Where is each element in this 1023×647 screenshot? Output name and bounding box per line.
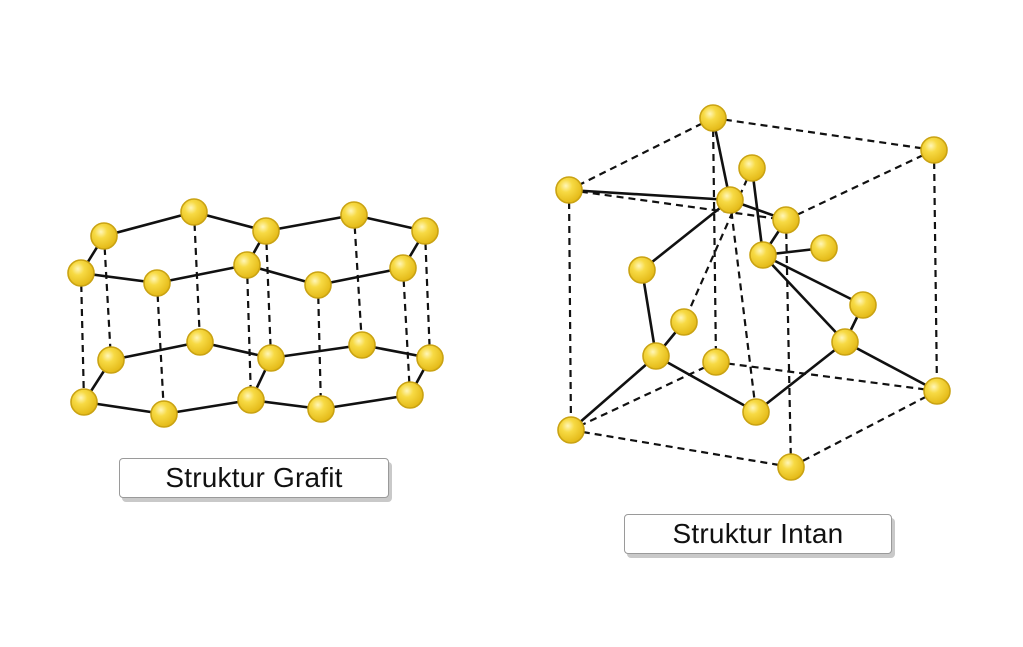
diamond-dashed-bond [711, 117, 718, 363]
graphite-carbon-atom [252, 217, 280, 245]
diamond-dashed-bond [712, 116, 935, 152]
graphite-dashed-bond [401, 267, 412, 396]
graphite-solid-bond [269, 343, 364, 360]
diamond-carbon-atom [849, 291, 877, 319]
graphite-dashed-bond [264, 230, 273, 359]
graphite-carbon-atom [304, 271, 332, 299]
diamond-solid-bond [567, 188, 732, 202]
graphite-dashed-bond [79, 272, 86, 403]
diamond-carbon-atom [716, 186, 744, 214]
graphite-dashed-bond [423, 230, 432, 359]
graphite-label: Struktur Grafit [119, 458, 389, 498]
diamond-solid-bond [754, 340, 847, 414]
graphite-carbon-atom [143, 269, 171, 297]
graphite-bonds [79, 210, 432, 416]
diamond-solid-bond [654, 354, 758, 414]
graphite-solid-bond [319, 393, 412, 411]
diamond-dashed-bond [568, 188, 787, 222]
diamond-atoms [555, 104, 951, 481]
diamond-carbon-atom [642, 342, 670, 370]
diamond-carbon-atom [749, 241, 777, 269]
graphite-carbon-atom [90, 222, 118, 250]
diamond-carbon-atom [777, 453, 805, 481]
graphite-solid-bond [109, 340, 202, 362]
diamond-carbon-atom [699, 104, 727, 132]
diamond-carbon-atom [923, 377, 951, 405]
graphite-carbon-atom [67, 259, 95, 287]
diamond-carbon-atom [738, 154, 766, 182]
graphite-dashed-bond [352, 214, 364, 346]
diamond-solid-bond [761, 253, 847, 344]
graphite-dashed-bond [192, 211, 202, 343]
graphite-solid-bond [264, 213, 356, 233]
diamond-dashed-bond [570, 428, 792, 469]
diamond-dashed-bond [785, 149, 935, 221]
diamond-carbon-atom [702, 348, 730, 376]
graphite-carbon-atom [411, 217, 439, 245]
graphite-carbon-atom [180, 198, 208, 226]
diamond-dashed-bond [932, 149, 939, 392]
graphite-carbon-atom [186, 328, 214, 356]
graphite-carbon-atom [396, 381, 424, 409]
graphite-carbon-atom [307, 395, 335, 423]
diamond-dashed-bond [570, 361, 717, 431]
diamond-solid-bond [569, 354, 658, 432]
graphite-dashed-bond [102, 235, 113, 361]
diamond-dashed-bond [568, 117, 714, 191]
diamond-solid-bond [711, 116, 732, 202]
graphite-structure [67, 198, 444, 428]
graphite-carbon-atom [389, 254, 417, 282]
graphite-solid-bond [155, 263, 249, 285]
graphite-carbon-atom [340, 201, 368, 229]
graphite-dashed-bond [155, 282, 166, 415]
graphite-carbon-atom [70, 388, 98, 416]
diamond-solid-bond [750, 166, 765, 257]
diamond-solid-bond [843, 340, 939, 393]
graphite-carbon-atom [150, 400, 178, 428]
diamond-carbon-atom [810, 234, 838, 262]
graphite-atoms [67, 198, 444, 428]
diamond-dashed-bond [715, 360, 938, 393]
diamond-carbon-atom [772, 206, 800, 234]
diamond-carbon-atom [555, 176, 583, 204]
diamond-solid-bond [640, 198, 732, 272]
graphite-solid-bond [316, 266, 405, 287]
graphite-carbon-atom [348, 331, 376, 359]
graphite-solid-bond [102, 210, 196, 238]
graphite-carbon-atom [237, 386, 265, 414]
diamond-carbon-atom [831, 328, 859, 356]
diamond-dashed-bond [784, 219, 793, 468]
diamond-carbon-atom [920, 136, 948, 164]
graphite-carbon-atom [97, 346, 125, 374]
diamond-carbon-atom [670, 308, 698, 336]
graphite-dashed-bond [316, 284, 323, 410]
diamond-dashed-bond [728, 199, 758, 413]
graphite-dashed-bond [245, 264, 253, 401]
diamond-structure [555, 104, 951, 481]
diamond-dashed-bond [790, 390, 938, 468]
diamond-solid-bond [761, 253, 865, 307]
graphite-carbon-atom [233, 251, 261, 279]
diamond-solid-bond [640, 268, 658, 358]
diamond-carbon-atom [557, 416, 585, 444]
graphite-carbon-atom [257, 344, 285, 372]
diamond-label: Struktur Intan [624, 514, 892, 554]
graphite-solid-bond [162, 398, 253, 416]
graphite-carbon-atom [416, 344, 444, 372]
diamond-carbon-atom [628, 256, 656, 284]
diamond-dashed-bond [567, 189, 573, 431]
diamond-carbon-atom [742, 398, 770, 426]
